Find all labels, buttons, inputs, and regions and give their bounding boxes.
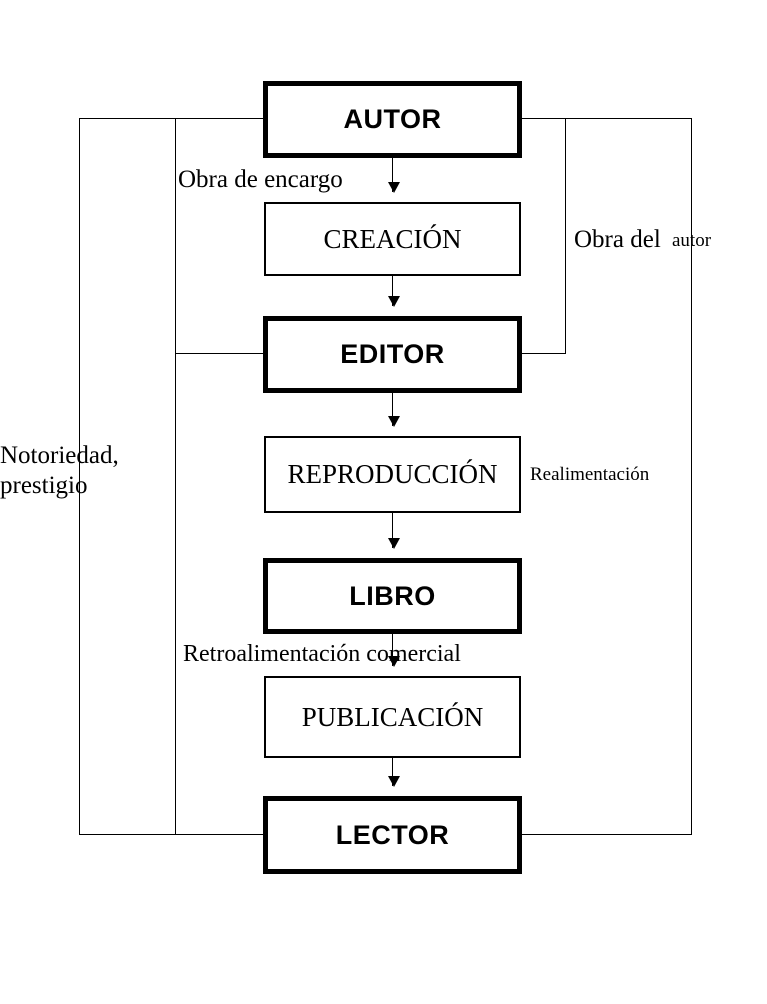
connector-editor-left-stub — [175, 353, 268, 354]
node-publicacion-label: PUBLICACIÓN — [301, 701, 484, 732]
arrow-libro-to-publicacion — [387, 633, 400, 667]
node-lector-label: LECTOR — [335, 819, 450, 850]
arrow-reproduccion-to-libro — [387, 512, 400, 549]
arrow-editor-to-reproduccion — [387, 392, 400, 427]
node-libro[interactable]: LIBRO — [263, 558, 522, 634]
edge-label-autor-small: autor — [672, 230, 712, 251]
connector-editor-lector-vertical — [175, 118, 176, 835]
node-creacion[interactable]: CREACIÓN — [264, 202, 521, 276]
node-reproduccion-label: REPRODUCCIÓN — [287, 459, 498, 489]
arrow-autor-to-creacion — [387, 157, 400, 193]
connector-editor-right-stub — [518, 353, 566, 354]
node-creacion-label: CREACIÓN — [323, 223, 462, 254]
edge-label-realimentacion: Realimentación — [530, 464, 650, 485]
connector-notoriedad-vertical — [79, 118, 80, 835]
node-publicacion[interactable]: PUBLICACIÓN — [264, 676, 521, 758]
node-libro-label: LIBRO — [349, 580, 436, 611]
connector-autor-left-stub — [79, 118, 268, 119]
connector-lector-left-outer-stub — [79, 834, 268, 835]
node-reproduccion[interactable]: REPRODUCCIÓN — [264, 436, 521, 513]
edge-label-retroalimentacion-comercial: Retroalimentación comercial — [183, 641, 461, 667]
node-editor-label: EDITOR — [340, 339, 445, 369]
edge-label-obra-de-encargo: Obra de encargo — [178, 166, 343, 193]
connector-obra-del-autor-vertical — [565, 118, 566, 354]
connector-realimentacion-vertical — [691, 118, 692, 835]
node-lector[interactable]: LECTOR — [263, 796, 522, 874]
node-autor[interactable]: AUTOR — [263, 81, 522, 158]
node-editor[interactable]: EDITOR — [263, 316, 522, 393]
arrow-publicacion-to-lector — [387, 757, 400, 787]
edge-label-prestigio: prestigio — [0, 472, 88, 499]
connector-lector-right-stub — [518, 834, 692, 835]
edge-label-notoriedad: Notoriedad, — [0, 442, 119, 469]
edge-label-obra-del: Obra del — [574, 226, 661, 253]
node-autor-label: AUTOR — [343, 104, 442, 134]
connector-autor-right-outer-stub — [518, 118, 692, 119]
arrow-creacion-to-editor — [387, 275, 400, 307]
